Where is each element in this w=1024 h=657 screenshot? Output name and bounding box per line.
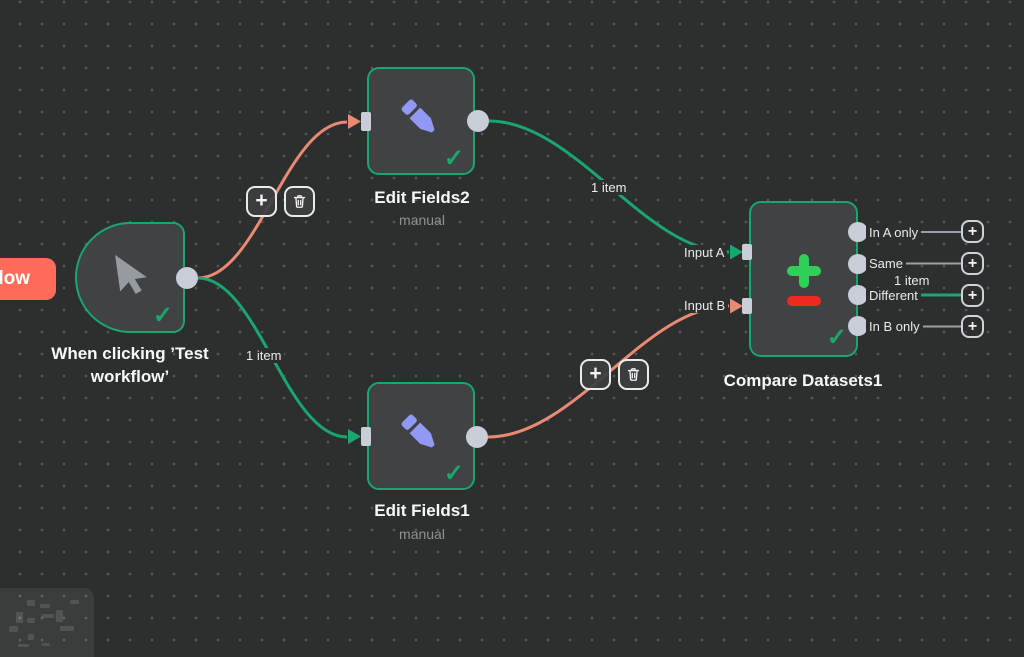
edit-fields2-node-subtitle: manual bbox=[399, 212, 445, 228]
compare-output-in-b-only-port[interactable] bbox=[848, 316, 868, 336]
input-b-label: Input B bbox=[681, 298, 729, 313]
pencil-icon bbox=[401, 99, 435, 133]
add-node-from-different-button[interactable]: + bbox=[961, 284, 984, 307]
trigger-output-port[interactable] bbox=[176, 267, 198, 289]
success-check-icon: ✓ bbox=[443, 145, 464, 172]
output-label-same: Same bbox=[866, 256, 906, 271]
plus-icon: + bbox=[967, 222, 978, 240]
minimap-node bbox=[40, 604, 50, 608]
delete-connection-button[interactable] bbox=[618, 359, 649, 390]
minimap-node bbox=[18, 644, 29, 647]
trash-icon bbox=[293, 195, 306, 208]
pencil-icon bbox=[401, 414, 435, 448]
success-check-icon: ✓ bbox=[152, 302, 173, 329]
edge-label-different-1-item: 1 item bbox=[891, 273, 933, 288]
workflow-minimap[interactable] bbox=[0, 588, 94, 657]
output-label-different: Different bbox=[866, 288, 921, 303]
compare-output-in-a-only-port[interactable] bbox=[848, 222, 868, 242]
compare-output-same-port[interactable] bbox=[848, 254, 868, 274]
edit-fields2-output-port[interactable] bbox=[467, 110, 489, 132]
edit-fields1-input-port[interactable] bbox=[361, 427, 371, 446]
delete-connection-button[interactable] bbox=[284, 186, 315, 217]
node-edit-fields1[interactable]: ✓ bbox=[367, 382, 475, 490]
plus-icon: + bbox=[967, 317, 978, 335]
arrowhead-compare-input-b bbox=[730, 298, 743, 314]
minimap-node bbox=[28, 634, 34, 640]
plus-minus-icon bbox=[787, 296, 821, 306]
minimap-node bbox=[27, 600, 35, 606]
add-node-from-in-b-only-button[interactable]: + bbox=[961, 315, 984, 338]
node-edit-fields2[interactable]: ✓ bbox=[367, 67, 475, 175]
edge-label-1-item: 1 item bbox=[588, 180, 630, 195]
minimap-node bbox=[56, 610, 63, 622]
node-trigger[interactable]: ✓ bbox=[75, 222, 185, 333]
plus-icon: + bbox=[589, 362, 602, 385]
output-label-in-b-only: In B only bbox=[866, 319, 923, 334]
minimap-node bbox=[60, 626, 74, 631]
add-node-from-in-a-only-button[interactable]: + bbox=[961, 220, 984, 243]
edit-fields1-node-name: Edit Fields1 bbox=[374, 501, 470, 520]
add-node-on-connection-button[interactable]: + bbox=[580, 359, 611, 390]
compare-input-b-port[interactable] bbox=[742, 298, 752, 314]
plus-icon: + bbox=[967, 254, 978, 272]
arrowhead-edit-fields2-input bbox=[348, 114, 361, 129]
test-workflow-button[interactable]: flow bbox=[0, 258, 56, 300]
minimap-node bbox=[27, 618, 35, 623]
arrowhead-compare-input-a bbox=[730, 244, 743, 260]
output-label-in-a-only: In A only bbox=[866, 225, 922, 240]
node-compare-datasets[interactable]: ✓ bbox=[749, 201, 858, 357]
success-check-icon: ✓ bbox=[826, 324, 847, 351]
plus-icon: + bbox=[967, 286, 978, 304]
edit-fields2-node-name: Edit Fields2 bbox=[374, 188, 470, 207]
edit-fields1-output-port[interactable] bbox=[466, 426, 488, 448]
minimap-node bbox=[70, 600, 79, 604]
edit-fields1-node-subtitle: manual bbox=[399, 526, 445, 542]
success-check-icon: ✓ bbox=[443, 460, 464, 487]
minimap-node bbox=[42, 643, 50, 646]
compare-datasets-node-name: Compare Datasets1 bbox=[723, 371, 883, 390]
compare-output-different-port[interactable] bbox=[848, 285, 868, 305]
add-node-from-same-button[interactable]: + bbox=[961, 252, 984, 275]
edit-fields2-input-port[interactable] bbox=[361, 112, 371, 131]
minimap-node bbox=[42, 614, 54, 618]
trigger-node-name: When clicking ’Test workflow’ bbox=[51, 344, 209, 386]
arrowhead-edit-fields1-input bbox=[348, 429, 361, 444]
minimap-node bbox=[9, 626, 18, 632]
edge-label-1-item: 1 item bbox=[243, 348, 285, 363]
cursor-icon bbox=[115, 254, 147, 294]
test-workflow-button-label: flow bbox=[0, 268, 30, 289]
compare-input-a-port[interactable] bbox=[742, 244, 752, 260]
minimap-node bbox=[16, 612, 23, 623]
input-a-label: Input A bbox=[681, 245, 728, 260]
add-node-on-connection-button[interactable]: + bbox=[246, 186, 277, 217]
plus-icon: + bbox=[255, 189, 268, 212]
plus-minus-icon bbox=[799, 254, 809, 288]
trash-icon bbox=[627, 368, 640, 381]
